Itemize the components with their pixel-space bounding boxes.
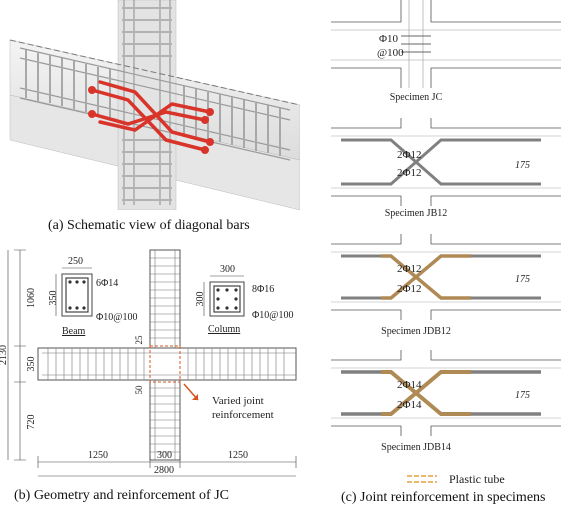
- beam-stirrups: Φ10@100: [96, 312, 138, 323]
- joint-note-line2: reinforcement: [212, 409, 274, 421]
- dim-left-beam: 1250: [88, 450, 108, 461]
- dim-top-col: 1060: [26, 288, 37, 308]
- dim-col-width: 300: [157, 450, 172, 461]
- jb12-dim-label: 175: [515, 160, 530, 171]
- dim-beam-depth: 350: [26, 357, 37, 372]
- jdb14-top-label: 2Φ14: [397, 379, 422, 391]
- dim-cover-side: 50: [134, 385, 144, 395]
- jb12-bottom-label: 2Φ12: [397, 167, 422, 179]
- specimen-jc-drawing: Φ10 @100 Specimen JC: [331, 0, 561, 103]
- schematic-3d-view: [9, 0, 300, 210]
- jdb14-bottom-label: 2Φ14: [397, 399, 422, 411]
- specimen-jdb12-name: Specimen JDB12: [381, 326, 451, 337]
- geometry-drawing: 250 350 6Φ14 Φ10@100 Beam 300 300 8Φ16 Φ…: [0, 249, 297, 477]
- dim-total-length: 2800: [154, 465, 174, 476]
- column-width-label: 300: [220, 264, 235, 275]
- legend-label: Plastic tube: [449, 472, 505, 486]
- panel-b-caption: (b) Geometry and reinforcement of JC: [14, 488, 229, 503]
- plastic-tube-swatch: [407, 475, 437, 483]
- dim-total-height: 2130: [0, 345, 9, 365]
- column-stirrups: Φ10@100: [252, 310, 294, 321]
- specimen-jb12-name: Specimen JB12: [385, 208, 448, 219]
- dim-cover-top: 25: [134, 335, 144, 345]
- jdb12-top-label: 2Φ12: [397, 263, 422, 275]
- jc-tie-label-b: @100: [377, 47, 404, 59]
- column-section: [209, 281, 245, 317]
- jdb14-dim-label: 175: [515, 390, 530, 401]
- joint-note-line1: Varied joint: [212, 395, 264, 407]
- jb12-top-label: 2Φ12: [397, 149, 422, 161]
- legend: Plastic tube: [407, 472, 505, 486]
- panel-a-caption: (a) Schematic view of diagonal bars: [48, 218, 250, 233]
- jdb12-bottom-label: 2Φ12: [397, 283, 422, 295]
- specimen-drawings: Φ10 @100 Specimen JC 2Φ12 2Φ12 175 Speci…: [331, 0, 561, 486]
- joint-region: [149, 345, 181, 383]
- column-long-bars: 8Φ16: [252, 284, 274, 295]
- beam-long-bars: 6Φ14: [96, 278, 118, 289]
- specimen-jdb14-drawing: 2Φ14 2Φ14 175 Specimen JDB14: [331, 350, 561, 453]
- beam-label: Beam: [62, 326, 86, 337]
- jdb12-dim-label: 175: [515, 274, 530, 285]
- beam-outline: [37, 347, 297, 381]
- panel-c-caption: (c) Joint reinforcement in specimens: [341, 490, 546, 505]
- specimen-jdb12-drawing: 2Φ12 2Φ12 175 Specimen JDB12: [331, 234, 561, 337]
- jc-tie-label-a: Φ10: [379, 33, 399, 45]
- column-label: Column: [208, 324, 240, 335]
- beam-height-label: 350: [48, 291, 59, 306]
- specimen-jdb14-name: Specimen JDB14: [381, 442, 451, 453]
- specimen-jb12-drawing: 2Φ12 2Φ12 175 Specimen JB12: [331, 118, 561, 219]
- beam-width-label: 250: [68, 256, 83, 267]
- dim-bottom-col: 720: [26, 415, 37, 430]
- column-height-label: 300: [195, 292, 206, 307]
- dim-right-beam: 1250: [228, 450, 248, 461]
- specimen-jc-name: Specimen JC: [390, 92, 443, 103]
